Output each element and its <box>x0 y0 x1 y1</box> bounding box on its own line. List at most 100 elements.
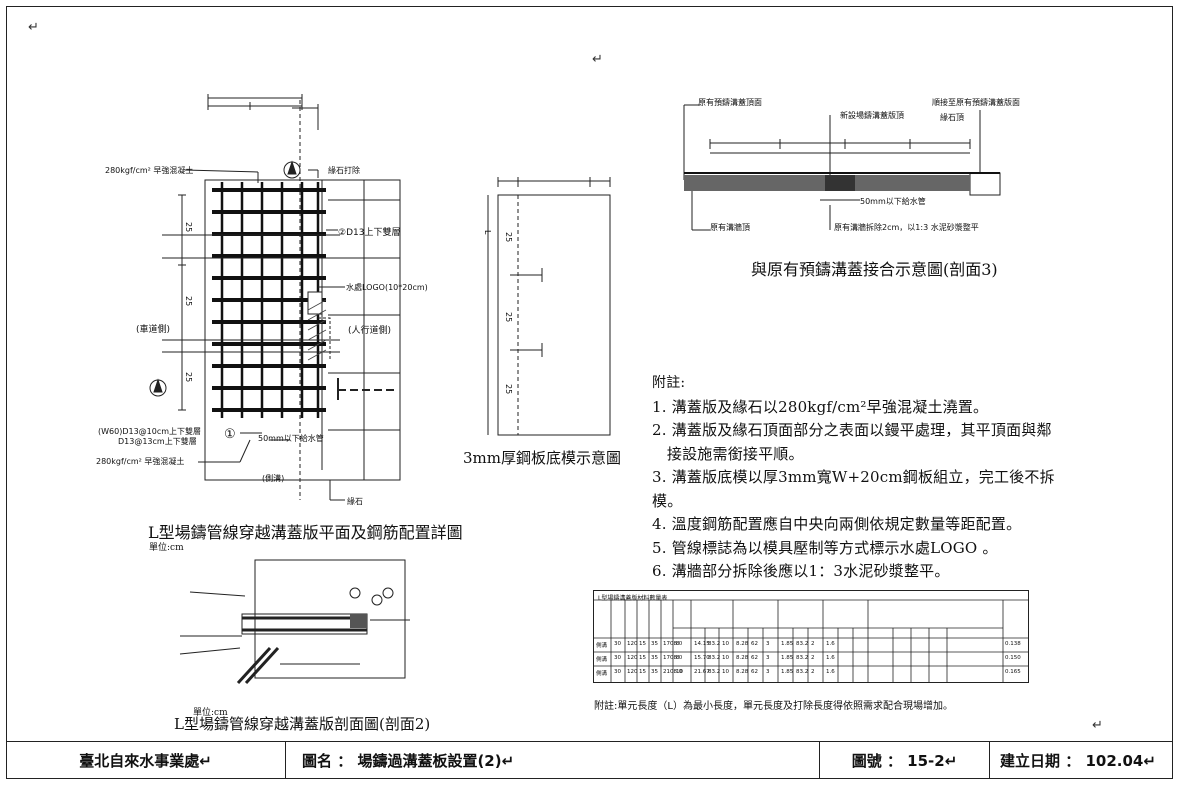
note-item: 接設施需銜接平順。 <box>652 444 804 463</box>
dim-label: 25 <box>184 296 193 307</box>
sec3-label-d: 緣石頂 <box>940 113 964 122</box>
table-cell: 2 <box>811 669 815 675</box>
table-cell: 2 <box>811 655 815 661</box>
formwork-drawing <box>487 177 611 436</box>
label-pipe: 50mm以下給水管 <box>258 434 324 443</box>
section2-unit: 單位:cm <box>193 708 228 718</box>
formwork-title: 3mm厚鋼板底模示意圖 <box>463 449 621 467</box>
table-cell: 1.85 <box>781 641 794 647</box>
label-sidewalk-side: (人行道側) <box>348 326 392 336</box>
table-cell: 側溝 <box>596 657 608 663</box>
table-cell: 2108.0 <box>663 669 683 675</box>
formwork-dim-left: L <box>483 230 492 235</box>
table-cell: 35 <box>651 641 658 647</box>
section3-drawing <box>683 104 1001 231</box>
formwork-dim: 25 <box>504 312 513 323</box>
table-cell: 10 <box>722 641 729 647</box>
table-cell: 83.2 <box>708 641 721 647</box>
sec3-label-a: 原有預鑄溝蓋頂面 <box>698 98 762 107</box>
table-cell: 3 <box>766 669 770 675</box>
table-cell: 83.2 <box>708 655 721 661</box>
table-cell: 83.2 <box>796 669 809 675</box>
table-cell: 62 <box>751 669 758 675</box>
table-cell: 8 <box>676 641 680 647</box>
table-cell: 10 <box>722 669 729 675</box>
table-cell: 1.6 <box>826 641 835 647</box>
section3-title: 與原有預鑄溝蓋接合示意圖(剖面3) <box>751 260 998 279</box>
section2-drawing <box>179 559 410 685</box>
plan-view-title: L型場鑄管線穿越溝蓋版平面及鋼筋配置詳圖 <box>148 523 463 542</box>
table-cell: 1.85 <box>781 655 794 661</box>
table-cell: 15 <box>639 641 646 647</box>
table-cell: 15 <box>639 669 646 675</box>
paragraph-mark: ↵ <box>1092 718 1103 733</box>
notes-block: 附註: 1. 溝蓋版及緣石以280kgf/cm²早強混凝土澆置。 2. 溝蓋版及… <box>652 372 1072 584</box>
sec3-label-c: 順接至原有預鑄溝蓋版面 <box>932 98 1020 107</box>
note-item: 5. 管線標誌為以模具壓制等方式標示水處LOGO 。 <box>652 538 998 557</box>
drawing-name: 圖名 ： 場鑄過溝蓋板設置(2)↵ <box>286 742 820 779</box>
label-curb-remove: 緣石打除 <box>328 166 360 175</box>
table-cell: 15 <box>639 655 646 661</box>
table-cell: 83.2 <box>708 669 721 675</box>
notes-title: 附註: <box>652 375 686 391</box>
label-concrete-bottom: 280kgf/cm² 早強混凝土 <box>96 457 185 466</box>
table-cell: 側溝 <box>596 643 608 649</box>
label-rebar-1a: (W60)D13@10cm上下雙層 <box>98 427 202 436</box>
sec3-label-b: 新設場鑄溝蓋版頂 <box>840 111 904 120</box>
table-cell: 1.6 <box>826 669 835 675</box>
table-caption: L型場鑄溝蓋版材料數量表 <box>598 595 668 602</box>
drawing-frame <box>6 6 1173 779</box>
created-date: 建立日期 ： 102.04↵ <box>1000 752 1156 770</box>
label-road-side: (車道側) <box>136 325 171 335</box>
table-cell: 10 <box>676 669 683 675</box>
table-cell: 3 <box>766 641 770 647</box>
section2-title: L型場鑄管線穿越溝蓋版剖面圖(剖面2) <box>174 715 431 733</box>
formwork-dim: 25 <box>504 232 513 243</box>
note-item: 3. 溝蓋版底模以厚3mm寬W+20cm鋼板組立，完工後不拆模。 <box>652 468 1055 510</box>
table-cell: 8.28 <box>736 655 749 661</box>
table-cell: 2 <box>811 641 815 647</box>
table-cell: 10 <box>722 655 729 661</box>
label-curb: 緣石 <box>347 497 363 506</box>
table-cell: 14.15 <box>694 641 710 647</box>
label-rebar-1-mark: ① <box>224 427 236 442</box>
plan-view-drawing <box>149 94 401 501</box>
table-cell: 8 <box>676 655 680 661</box>
drawing-number: 圖號 ： 15-2↵ <box>820 742 990 779</box>
table-cell: 120 <box>627 669 638 675</box>
table-cell: 0.150 <box>1005 655 1021 661</box>
label-water-logo: 水處LOGO(10*20cm) <box>346 283 428 292</box>
table-cell: 21.67 <box>694 669 710 675</box>
table-cell: 30 <box>614 641 621 647</box>
dim-label: 25 <box>184 222 193 233</box>
table-cell: 62 <box>751 641 758 647</box>
table-cell: 35 <box>651 655 658 661</box>
sec3-label-g: 原有溝牆拆除2cm，以1:3 水泥砂漿整平 <box>834 223 979 232</box>
table-cell: 3 <box>766 655 770 661</box>
table-cell: 0.138 <box>1005 641 1021 647</box>
dim-label: 25 <box>184 372 193 383</box>
table-cell: 1708.0 <box>663 655 683 661</box>
note-item: 4. 溫度鋼筋配置應自中央向兩側依規定數量等距配置。 <box>652 515 1022 533</box>
formwork-dim: 25 <box>504 384 513 395</box>
note-item: 2. 溝蓋版及緣石頂面部分之表面以鏝平處理，其平頂面與鄰 <box>652 421 1052 439</box>
note-item: 1. 溝蓋版及緣石以280kgf/cm²早強混凝土澆置。 <box>652 397 989 416</box>
table-note: 附註:單元長度（L）為最小長度，單元長度及打除長度得依照需求配合現場增加。 <box>594 701 953 712</box>
table-cell: 8.28 <box>736 641 749 647</box>
sec3-label-f: 原有溝牆頂 <box>710 223 750 232</box>
table-cell: 62 <box>751 655 758 661</box>
table-cell: 15.70 <box>694 655 710 661</box>
label-rebar-1b: D13@13cm上下雙層 <box>118 437 197 446</box>
table-cell: 1708.0 <box>663 641 683 647</box>
label-concrete-top: 280kgf/cm² 早強混凝土 <box>105 166 194 175</box>
table-cell: 83.2 <box>796 641 809 647</box>
table-cell: 側溝 <box>596 671 608 677</box>
table-cell: 35 <box>651 669 658 675</box>
table-cell: 0.165 <box>1005 669 1021 675</box>
table-cell: 120 <box>627 641 638 647</box>
label-rebar-2: ②D13上下雙層 <box>338 228 401 238</box>
table-cell: 8.28 <box>736 669 749 675</box>
table-grid <box>593 599 1029 683</box>
note-item: 6. 溝牆部分拆除後應以1：3水泥砂漿整平。 <box>652 562 950 580</box>
